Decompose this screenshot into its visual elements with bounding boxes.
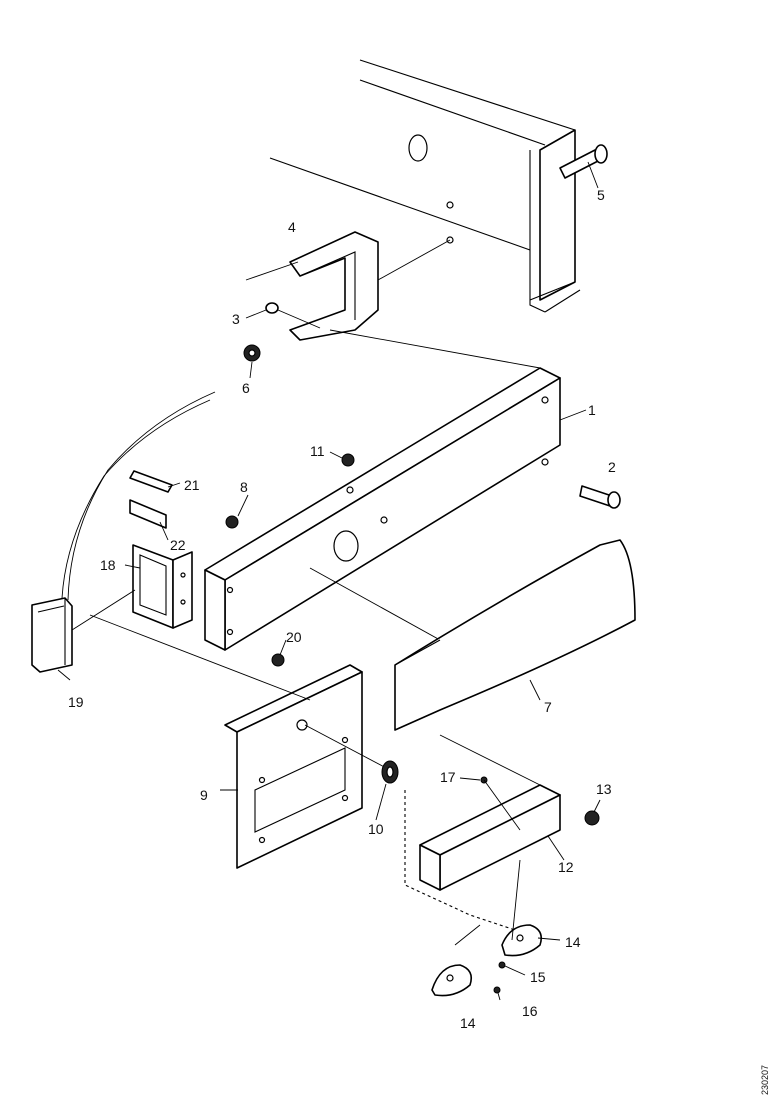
part-4-bracket [289,231,379,341]
part-14-clip-right [501,859,543,957]
cable [67,391,216,601]
part-14-clip-left [431,924,481,997]
callout-leaders [57,161,601,1001]
part-6-nut [243,344,261,362]
part-16-screw [493,986,501,994]
reference-code: 230207 [760,1065,770,1095]
part-2-bolt [579,485,621,509]
callout-22: 22 [170,537,186,553]
part-17-screw [480,776,521,831]
callout-1: 1 [588,402,596,418]
callout-9: 9 [200,787,208,803]
callout-10: 10 [368,821,384,837]
callout-7: 7 [544,699,552,715]
part-1-channel-bracket [204,329,561,651]
part-18-terminal-bracket [132,544,193,629]
callout-2: 2 [608,459,616,475]
callout-19: 19 [68,694,84,710]
callout-14-right: 14 [565,934,581,950]
part-11-nut [341,453,355,467]
callout-16: 16 [522,1003,538,1019]
part-20-screw [271,653,285,667]
part-10-grommet [381,760,399,784]
part-19-connector [31,597,73,673]
part-9-mounting-plate [89,614,391,869]
part-21-clip [129,470,173,493]
part-22-clip [129,499,167,529]
callout-20: 20 [286,629,302,645]
cable-lead [71,589,136,631]
callout-13: 13 [596,781,612,797]
callout-8-upper: 8 [240,479,248,495]
callout-14-left: 14 [460,1015,476,1031]
part-7-cover-panel [394,539,636,731]
callout-6: 6 [242,380,250,396]
callout-11: 11 [310,443,325,459]
callout-5: 5 [597,187,605,203]
part-15-washer [498,961,506,969]
callout-21: 21 [184,477,200,493]
part-5-bolt [559,144,608,179]
callout-15: 15 [530,969,546,985]
cabinet-housing [269,59,581,313]
callout-17: 17 [440,769,456,785]
part-8-nut-upper [225,515,239,529]
cable-second [61,399,211,599]
callout-12: 12 [558,859,574,875]
callout-18: 18 [100,557,116,573]
part-12-sensor-box [419,734,561,891]
callout-4: 4 [288,219,296,235]
part-3-screw [265,302,321,329]
callout-3: 3 [232,311,240,327]
part-13-nut [584,810,600,826]
